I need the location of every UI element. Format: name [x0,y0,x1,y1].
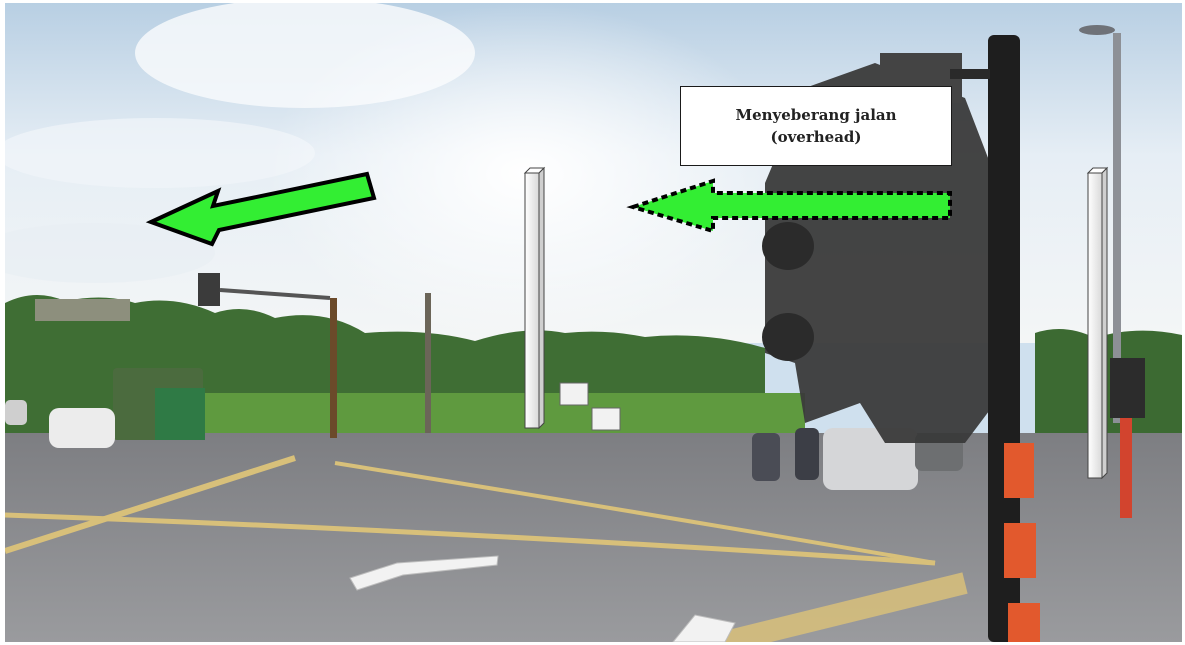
cloud [5,223,215,283]
pole-stripe [1004,523,1036,578]
traffic-pole-right [1120,418,1132,518]
pole-stripe [1004,443,1034,498]
lane-marking [334,461,936,565]
navigation-chevron-icon[interactable] [672,614,736,642]
roadside-sign [559,382,589,406]
car [49,408,115,448]
motorcycle [752,433,780,481]
traffic-light-right [1110,358,1145,418]
label-line-2: (overhead) [770,128,862,146]
label-line-1: Menyeberang jalan [735,106,897,124]
navigation-chevron-icon[interactable] [349,555,499,591]
car [5,400,27,425]
solid-arrow-left-icon [145,171,377,247]
overhead-crossing-post-right [1086,166,1109,480]
suv [823,428,918,490]
traffic-light-lens [762,222,814,270]
overhead-crossing-label: Menyeberang jalan (overhead) [680,86,952,166]
pole-arm [950,69,990,79]
traffic-light-arm [219,288,331,300]
truck-cab [155,388,205,440]
cloud [5,118,315,188]
street-lamp-head [1079,25,1115,35]
utility-pole [425,293,431,433]
motorcycle [795,428,819,480]
pole-stripe [1008,603,1040,642]
street-view-scene [5,3,1182,642]
traffic-light-left [198,273,220,306]
tree-line [1035,329,1182,443]
background-building [35,299,130,321]
dashed-arrow-left-icon [626,178,952,234]
scene-graphics [5,3,1182,642]
traffic-pole [330,298,337,438]
street-lamp-pole [1113,33,1121,423]
overhead-crossing-post-left [523,166,546,430]
lane-marking [5,455,296,554]
lane-marking [5,512,936,566]
traffic-light-lens [762,313,814,361]
roadside-sign [591,407,621,431]
lane-marking [722,572,968,642]
